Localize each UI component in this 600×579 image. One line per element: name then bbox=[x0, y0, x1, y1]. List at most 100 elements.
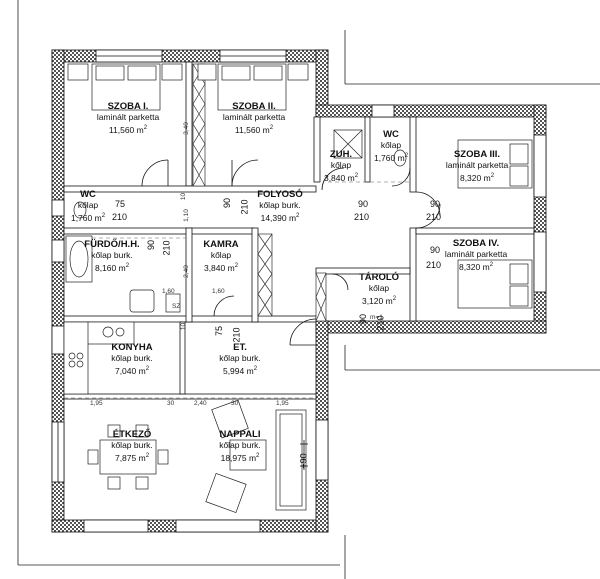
door-dimension: 90 bbox=[430, 199, 441, 209]
room-label-furdo: FÜRDŐ/H.H.kőlap burk. 8,160 m2 bbox=[62, 239, 162, 274]
room-name: FOLYOSÓ bbox=[257, 189, 303, 200]
door-dimension: 90 bbox=[222, 197, 233, 209]
small-dimension: SZ bbox=[172, 303, 181, 310]
room-name: ZUH. bbox=[329, 149, 353, 160]
room-name: ET. bbox=[233, 342, 247, 353]
small-dimension: 30 bbox=[231, 400, 239, 407]
room-surface: kőlap burk. bbox=[111, 353, 153, 363]
small-dimension: 1,95 bbox=[276, 400, 289, 407]
door-dimension: 210 bbox=[239, 199, 250, 215]
small-dimension: 10 bbox=[180, 322, 188, 331]
small-dimension: 1,60 bbox=[162, 288, 175, 295]
room-surface: laminált parketta bbox=[96, 112, 160, 122]
room-area: 1,760 m2 bbox=[373, 152, 409, 163]
door-dimension: 210 bbox=[354, 212, 370, 222]
room-label-szoba3: SZOBA III.laminált parketta 8,320 m2 bbox=[427, 149, 527, 184]
dashed-lines bbox=[64, 181, 410, 399]
room-name: WC bbox=[80, 189, 96, 200]
room-area: 8,320 m2 bbox=[458, 261, 494, 272]
windows bbox=[51, 49, 547, 533]
column-marker bbox=[300, 440, 308, 470]
room-name: SZOBA IV. bbox=[452, 238, 500, 249]
room-area: 3,840 m2 bbox=[323, 172, 359, 183]
room-area: 7,040 m2 bbox=[114, 365, 150, 376]
door-dimension: 210 bbox=[231, 327, 242, 343]
column-label: +90 bbox=[298, 453, 309, 469]
room-name: TÁROLÓ bbox=[358, 272, 400, 283]
room-name: SZOBA I. bbox=[107, 101, 149, 112]
small-dimension: 10 bbox=[180, 192, 188, 201]
room-area: 18,975 m2 bbox=[220, 452, 260, 463]
door-dimension: 210 bbox=[112, 212, 128, 222]
door-dimension: 210 bbox=[426, 212, 442, 222]
room-name: NAPPALI bbox=[219, 429, 261, 440]
small-dimension: m=1 bbox=[370, 314, 383, 321]
room-surface: laminált parketta bbox=[222, 112, 286, 122]
doors bbox=[141, 159, 441, 346]
room-area: 1,760 m2 bbox=[70, 212, 106, 223]
room-surface: kőlap burk. bbox=[219, 353, 261, 363]
room-name: SZOBA III. bbox=[453, 149, 501, 160]
site-lines bbox=[17, 0, 600, 579]
room-area: 8,320 m2 bbox=[459, 172, 495, 183]
dining-furniture bbox=[87, 424, 169, 490]
door-dimension: 210 bbox=[161, 240, 172, 256]
door-dimension: 75 bbox=[214, 325, 225, 337]
small-dimension: 2,40 bbox=[182, 265, 190, 278]
furniture-beds bbox=[67, 63, 533, 309]
room-name: FÜRDŐ/H.H. bbox=[84, 239, 140, 250]
door-dimension: 75 bbox=[115, 199, 126, 209]
door-dimension: 90 bbox=[430, 245, 441, 255]
room-surface: kőlap bbox=[330, 160, 352, 170]
small-dimension: 3,40 bbox=[182, 122, 190, 135]
inner-walls bbox=[63, 61, 535, 400]
room-name: KAMRA bbox=[203, 239, 239, 250]
room-area: 8,160 m2 bbox=[94, 262, 130, 273]
door-dimension: 90 bbox=[358, 199, 369, 209]
small-dimension: 1,10 bbox=[182, 209, 190, 222]
kitchen bbox=[63, 321, 135, 395]
ventilation-shafts bbox=[192, 63, 327, 322]
small-dimension: 1,60 bbox=[212, 288, 225, 295]
small-dimension: 30 bbox=[167, 400, 175, 407]
small-dimension: 2,40 bbox=[194, 400, 207, 407]
room-label-zuh: ZUH.kőlap 3,840 m2 bbox=[291, 149, 391, 184]
room-area: 5,994 m2 bbox=[222, 365, 258, 376]
living-furniture bbox=[205, 399, 307, 514]
room-area: 11,560 m2 bbox=[234, 124, 274, 135]
room-name: ÉTKEZŐ bbox=[112, 429, 152, 440]
room-name: SZOBA II. bbox=[232, 101, 276, 112]
room-surface: kőlap burk. bbox=[219, 440, 261, 450]
room-surface: kőlap bbox=[380, 140, 402, 150]
door-dimension: 90 bbox=[358, 313, 369, 325]
room-surface: kőlap burk. bbox=[111, 440, 153, 450]
room-surface: kőlap bbox=[77, 200, 99, 210]
small-dimension: 1,95 bbox=[90, 400, 103, 407]
room-surface: kőlap burk. bbox=[259, 200, 301, 210]
room-name: KONYHA bbox=[111, 342, 153, 353]
room-area: 7,875 m2 bbox=[114, 452, 150, 463]
room-area: 14,390 m2 bbox=[260, 212, 300, 223]
room-name: WC bbox=[383, 129, 399, 140]
room-label-szoba2: SZOBA II.laminált parketta 11,560 m2 bbox=[204, 101, 304, 136]
room-surface: laminált parketta bbox=[445, 160, 509, 170]
door-dimension: 210 bbox=[426, 260, 442, 270]
bathroom-fixtures bbox=[65, 129, 407, 313]
room-label-szoba4: SZOBA IV.laminált parketta 8,320 m2 bbox=[426, 238, 526, 273]
room-surface: kőlap burk. bbox=[91, 250, 133, 260]
room-label-et: ET.kőlap burk. 5,994 m2 bbox=[190, 342, 290, 377]
room-surface: laminált parketta bbox=[444, 249, 508, 259]
door-dimension: 90 bbox=[146, 239, 157, 251]
room-surface: kőlap bbox=[368, 283, 390, 293]
room-area: 3,120 m2 bbox=[361, 295, 397, 306]
